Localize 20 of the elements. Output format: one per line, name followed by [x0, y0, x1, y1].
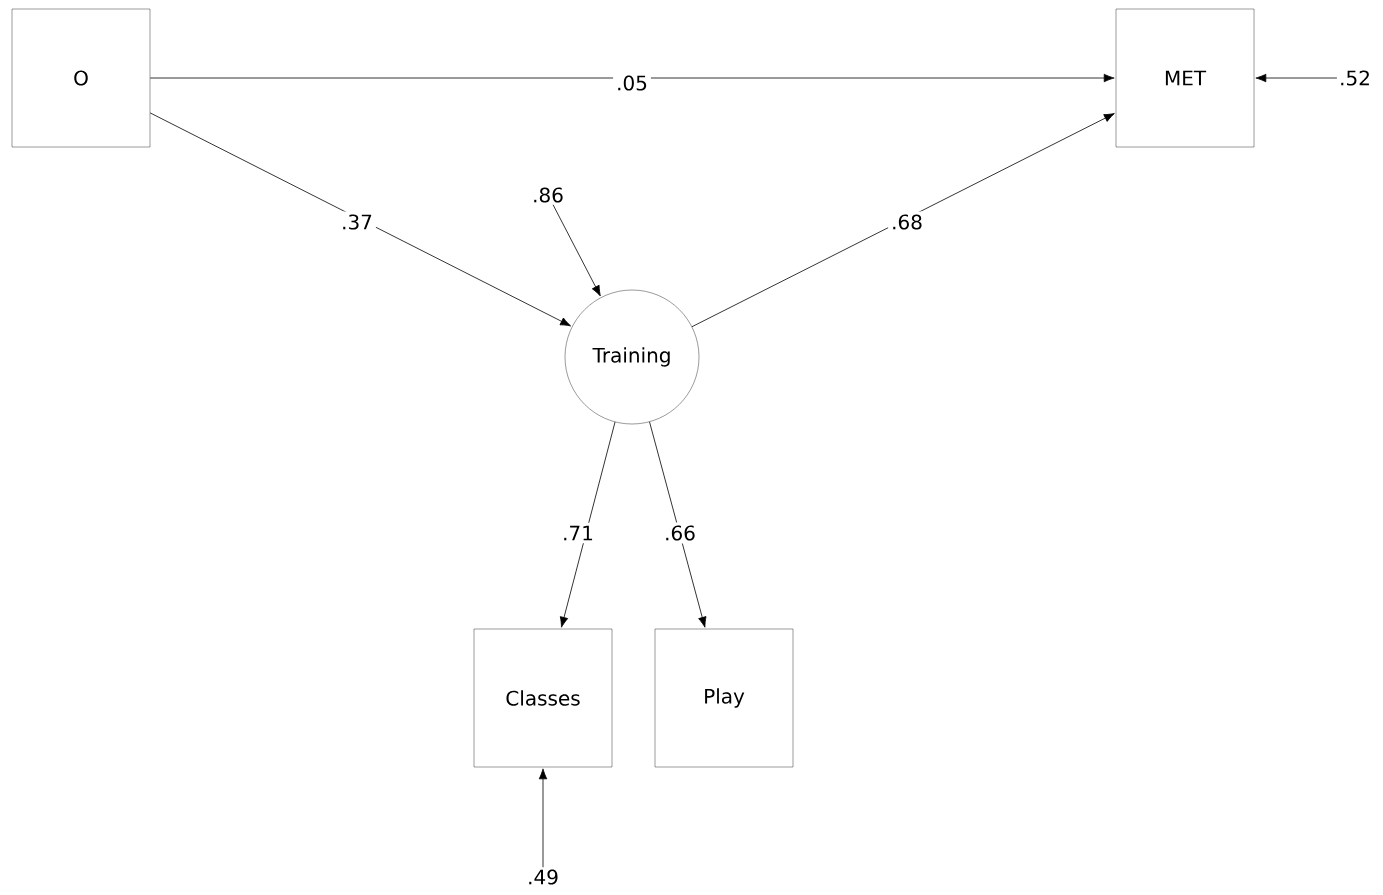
error-term-label: .49: [529, 869, 558, 885]
path-arrow: [552, 204, 601, 297]
path-arrow: [691, 113, 1115, 328]
error-term-label: .86: [534, 187, 563, 203]
path-coefficient: .37: [338, 211, 376, 233]
path-coefficient: .05: [613, 72, 651, 94]
variable-box: Classes: [473, 628, 613, 768]
variable-box: O: [11, 8, 151, 148]
path-arrow: [649, 421, 707, 628]
path-coefficient: .68: [888, 211, 926, 233]
path-arrow: [149, 73, 1115, 83]
variable-box: Play: [654, 628, 794, 768]
variable-box: MET: [1115, 8, 1255, 148]
path-arrow: [149, 112, 571, 327]
path-coefficient: .71: [559, 522, 597, 544]
path-arrow: [538, 768, 548, 868]
path-arrow: [559, 421, 616, 628]
path-coefficient: .66: [661, 522, 699, 544]
error-term-label: .52: [1341, 70, 1369, 86]
path-arrow: [1255, 73, 1338, 83]
